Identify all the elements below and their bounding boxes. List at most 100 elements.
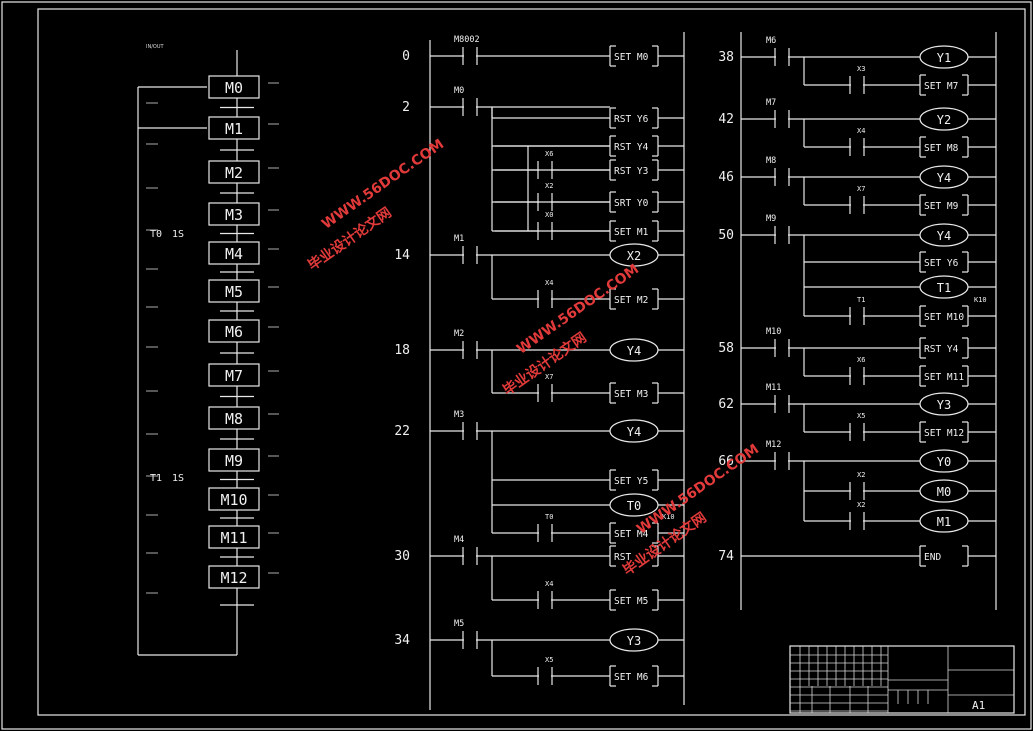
ladder-rails bbox=[429, 32, 997, 710]
timer-constant: K10 bbox=[974, 296, 987, 304]
sfc-step-label: M2 bbox=[225, 164, 243, 182]
contact-label: M12 bbox=[766, 440, 781, 450]
sfc-step-label: M8 bbox=[225, 410, 243, 428]
sfc-step-label: M11 bbox=[220, 529, 247, 547]
instruction-label: SET M10 bbox=[924, 312, 964, 323]
instruction-label: SET M12 bbox=[924, 428, 964, 439]
sfc-step-m8: M8 bbox=[208, 406, 260, 430]
instruction-label: SET M8 bbox=[924, 143, 959, 154]
rung-number: 14 bbox=[394, 248, 410, 263]
timer-label: T0 bbox=[150, 229, 162, 240]
instruction-label: SET M3 bbox=[614, 389, 648, 400]
contact-label: M1 bbox=[454, 234, 464, 244]
branch-contact-label: X3 bbox=[857, 65, 865, 73]
sfc-step-label: M6 bbox=[225, 323, 243, 341]
sfc-step-m3: M3 bbox=[208, 202, 260, 226]
branch-contact-label: X6 bbox=[545, 150, 553, 158]
instruction-label: SET M1 bbox=[614, 227, 649, 238]
contact-label: M5 bbox=[454, 619, 464, 629]
branch-contact-label: X2 bbox=[857, 501, 865, 509]
sheet-size-label: A1 bbox=[972, 699, 985, 712]
coil-label: Y3 bbox=[627, 634, 641, 648]
sfc-step-label: M3 bbox=[225, 206, 243, 224]
timer-value: 1S bbox=[172, 229, 184, 240]
sfc-step-label: M7 bbox=[225, 367, 243, 385]
coil-label: Y1 bbox=[937, 51, 951, 65]
coil-label: Y3 bbox=[937, 398, 951, 412]
sfc-step-label: M5 bbox=[225, 283, 243, 301]
svg-text:IN/OUT: IN/OUT bbox=[146, 44, 164, 50]
instruction-label: END bbox=[924, 552, 941, 563]
branch-contact-label: X4 bbox=[857, 127, 865, 135]
rung-number: 62 bbox=[718, 397, 734, 412]
contact-label: M7 bbox=[766, 98, 776, 108]
timer-label: T1 bbox=[150, 473, 162, 484]
rung-number: 0 bbox=[402, 49, 410, 64]
instruction-label: RST Y4 bbox=[924, 344, 959, 355]
sfc-step-m7: M7 bbox=[208, 363, 260, 387]
instruction-label: SET Y5 bbox=[614, 476, 648, 487]
rung-number: 34 bbox=[394, 633, 410, 648]
sfc-step-m9: M9 bbox=[208, 448, 260, 472]
coil-label: Y2 bbox=[937, 113, 951, 127]
instruction-label: SRT Y0 bbox=[614, 198, 649, 209]
coil-label: Y4 bbox=[627, 425, 641, 439]
watermarks: WWW.56DOC.COM毕业设计论文网WWW.56DOC.COM毕业设计论文网… bbox=[305, 136, 762, 579]
contact-label: M2 bbox=[454, 329, 464, 339]
rung-number: 38 bbox=[718, 50, 734, 65]
instruction-label: SET M7 bbox=[924, 81, 958, 92]
contact-label: M10 bbox=[766, 327, 781, 337]
coil-label: T1 bbox=[937, 281, 951, 295]
title-block: A1 bbox=[789, 645, 1015, 714]
sfc-step-label: M12 bbox=[220, 569, 247, 587]
branch-contact-label: X2 bbox=[857, 471, 865, 479]
contact-label: M8 bbox=[766, 156, 776, 166]
coil-label: X2 bbox=[627, 249, 641, 263]
timer-value: 1S bbox=[172, 473, 184, 484]
sfc-timer-note: T1 1S bbox=[150, 473, 184, 484]
sfc-timer-note: T0 1S bbox=[150, 229, 184, 240]
sfc-step-label: M1 bbox=[225, 120, 243, 138]
coil-label: Y4 bbox=[627, 344, 641, 358]
coil-label: Y4 bbox=[937, 229, 951, 243]
instruction-label: SET M5 bbox=[614, 596, 648, 607]
sfc-step-m12: M12 bbox=[208, 565, 260, 589]
contact-label: M6 bbox=[766, 36, 776, 46]
sfc-step-label: M9 bbox=[225, 452, 243, 470]
contact-label: M11 bbox=[766, 383, 781, 393]
instruction-label: RST Y3 bbox=[614, 166, 648, 177]
rung-number: 2 bbox=[402, 100, 410, 115]
sfc-step-m0: M0 bbox=[208, 75, 260, 99]
coil-label: Y4 bbox=[937, 171, 951, 185]
branch-contact-label: T0 bbox=[545, 513, 553, 521]
contact-label: M8002 bbox=[454, 35, 480, 45]
instruction-label: SET M9 bbox=[924, 201, 959, 212]
sfc-step-label: M10 bbox=[220, 491, 247, 509]
branch-contact-label: X7 bbox=[857, 185, 865, 193]
instruction-label: SET M4 bbox=[614, 529, 649, 540]
instruction-label: RST Y6 bbox=[614, 114, 649, 125]
rung-number: 50 bbox=[718, 228, 734, 243]
sfc-step-m1: M1 bbox=[208, 116, 260, 140]
rung-number: 18 bbox=[394, 343, 410, 358]
rung-number: 58 bbox=[718, 341, 734, 356]
branch-contact-label: T1 bbox=[857, 296, 865, 304]
branch-contact-label: X7 bbox=[545, 373, 553, 381]
branch-contact-label: X4 bbox=[545, 279, 553, 287]
sfc-step-m11: M11 bbox=[208, 525, 260, 549]
instruction-label: SET M6 bbox=[614, 672, 649, 683]
